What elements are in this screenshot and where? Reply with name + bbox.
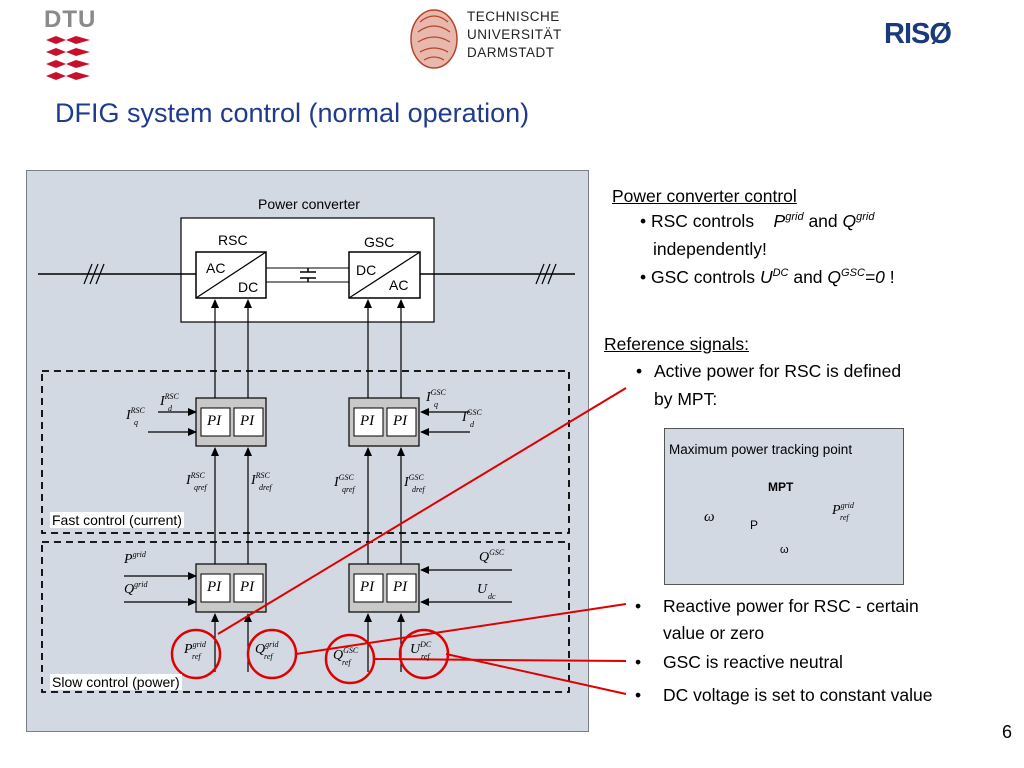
dtu-logo: DTU [44, 6, 97, 80]
slide-title: DFIG system control (normal operation) [55, 98, 530, 128]
pcc-bullet-rsc-line2: independently! [653, 239, 767, 259]
power-converter-control-heading: Power converter control [612, 186, 797, 206]
pi-group-rsc-slow [195, 563, 267, 613]
pi-label: PI [360, 413, 375, 429]
pi-group-gsc-slow [348, 563, 420, 613]
ref-bullet-marker: • [635, 596, 642, 616]
slow-control-region [41, 541, 570, 693]
pi-label: PI [240, 413, 255, 429]
signal-q-grid: Qgrid [124, 580, 148, 597]
dc-link-capacitor [300, 268, 316, 282]
power-converter-label: Power converter [258, 196, 360, 212]
ref-bullet-reactive-power-line2: value or zero [663, 623, 765, 643]
ref-bullet-active-power-line2: by MPT: [654, 389, 718, 409]
pi-label: PI [207, 413, 222, 429]
mpt-omega-axis: ω [780, 544, 789, 556]
three-phase-mark-right [535, 263, 557, 285]
pi-label: PI [240, 579, 255, 595]
ref-bullet-marker: • [636, 361, 643, 381]
pi-label: PI [360, 579, 375, 595]
mpt-omega-input: ω [704, 509, 715, 525]
mpt-block-title: MPT [768, 480, 794, 494]
rsc-diagonal [195, 251, 267, 299]
dtu-logo-mark [46, 36, 90, 80]
signal-arrows [124, 299, 512, 672]
dtu-logo-text: DTU [44, 6, 97, 33]
tud-logo-text: TECHNISCHE UNIVERSITÄT DARMSTADT [467, 9, 562, 60]
ref-bullet-active-power: Active power for RSC is defined [654, 361, 902, 381]
ref-bullet-marker: • [635, 685, 642, 705]
ref-bullet-gsc-neutral: GSC is reactive neutral [663, 652, 843, 672]
three-phase-mark-left [83, 263, 105, 285]
pi-group-rsc-fast [195, 397, 267, 447]
annotation-leader-lines [217, 387, 627, 695]
pi-label: PI [393, 579, 408, 595]
signal-q-gsc: QGSC [479, 548, 505, 565]
gsc-dc-label: DC [356, 262, 377, 278]
ref-bullet-dc-voltage: DC voltage is set to constant value [663, 685, 933, 705]
riso-logo: RISØ [884, 18, 952, 50]
page-number: 6 [1001, 722, 1012, 742]
gsc-label: GSC [364, 234, 395, 250]
signal-p-grid: Pgrid [124, 550, 146, 567]
rsc-label: RSC [218, 232, 248, 248]
pcc-bullet-gsc: • GSC controls UDC and QGSC=0 ! [640, 267, 895, 287]
slow-control-label: Slow control (power) [50, 674, 182, 690]
reference-signals-heading: Reference signals: [604, 334, 749, 354]
tud-athena-logo [410, 9, 458, 69]
mpt-box [664, 428, 904, 585]
gsc-ac-label: AC [389, 277, 409, 293]
mpt-caption: Maximum power tracking point [669, 442, 853, 457]
mpt-p-axis: P [750, 518, 759, 532]
pi-label: PI [393, 413, 408, 429]
rsc-ac-label: AC [206, 260, 226, 276]
gsc-diagonal [348, 251, 421, 299]
fast-control-label: Fast control (current) [50, 512, 184, 528]
pi-label: PI [207, 579, 222, 595]
ref-bullet-marker: • [635, 652, 642, 672]
pcc-bullet-rsc: • RSC controls Pgrid and Qgrid [640, 211, 875, 231]
ref-bullet-reactive-power: Reactive power for RSC - certain [663, 596, 919, 616]
fast-control-region [41, 370, 570, 534]
pi-group-gsc-fast [348, 397, 420, 447]
rsc-dc-label: DC [238, 279, 259, 295]
